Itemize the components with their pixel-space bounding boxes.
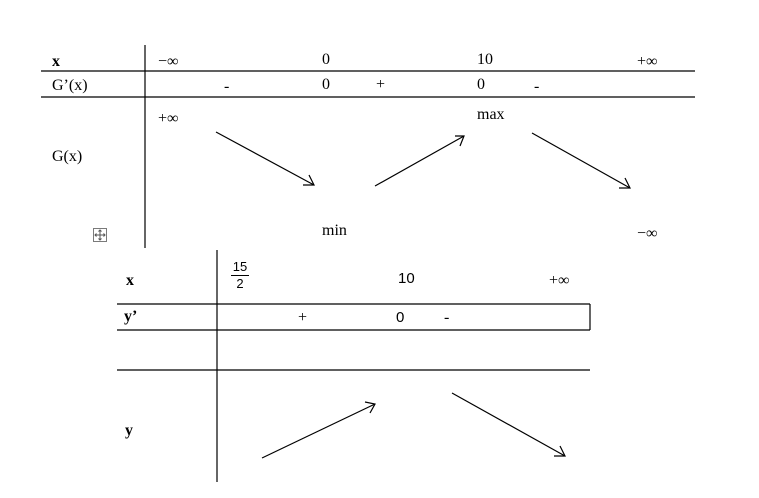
t2-arrow-up xyxy=(261,403,376,459)
t1-func-max: max xyxy=(477,106,505,123)
t1-func-min: min xyxy=(322,222,347,239)
t1-func-label: G(x) xyxy=(52,148,83,165)
t1-deriv-zero-2: 0 xyxy=(477,76,485,93)
t2-frac-numerator: 15 xyxy=(231,259,249,276)
t1-deriv-zero-1: 0 xyxy=(322,76,330,93)
t1-deriv-sign-2: + xyxy=(376,76,386,93)
t1-x-value-4: +∞ xyxy=(637,53,658,70)
t2-x-fraction: 15 2 xyxy=(231,260,249,291)
t2-arrowhead-2 xyxy=(554,445,566,457)
move-cross-icon[interactable] xyxy=(93,228,107,242)
t1-x-value-1: −∞ xyxy=(158,53,179,70)
t2-arrow-down xyxy=(451,392,566,457)
t1-deriv-sign-1: - xyxy=(224,78,230,95)
t2-arrowhead-1 xyxy=(364,401,376,414)
t1-func-end: −∞ xyxy=(637,225,658,242)
t1-x-value-3: 10 xyxy=(477,51,493,68)
t2-deriv-label: y’ xyxy=(124,308,138,325)
t1-arrowhead-1 xyxy=(303,174,315,186)
t1-deriv-label: G’(x) xyxy=(52,77,88,94)
t2-deriv-sign-2: - xyxy=(444,309,450,326)
t1-func-start: +∞ xyxy=(158,110,179,127)
t1-arrow-up xyxy=(374,135,465,187)
t1-arrowhead-2 xyxy=(455,135,465,147)
t1-arrow-down-1 xyxy=(215,131,315,186)
t2-deriv-sign-1: + xyxy=(298,309,308,326)
t2-x-label: x xyxy=(126,272,134,289)
t1-deriv-sign-3: - xyxy=(534,78,540,95)
t2-frac-denominator: 2 xyxy=(236,276,244,291)
t1-x-value-2: 0 xyxy=(322,51,330,68)
t2-func-label: y xyxy=(125,422,133,439)
t2-deriv-zero: 0 xyxy=(396,309,405,326)
t2-x-value-2: 10 xyxy=(398,270,415,287)
t1-arrow-down-2 xyxy=(531,132,631,189)
t1-x-label: x xyxy=(52,53,60,70)
t1-arrowhead-3 xyxy=(619,177,631,189)
t2-x-value-3: +∞ xyxy=(549,272,570,289)
